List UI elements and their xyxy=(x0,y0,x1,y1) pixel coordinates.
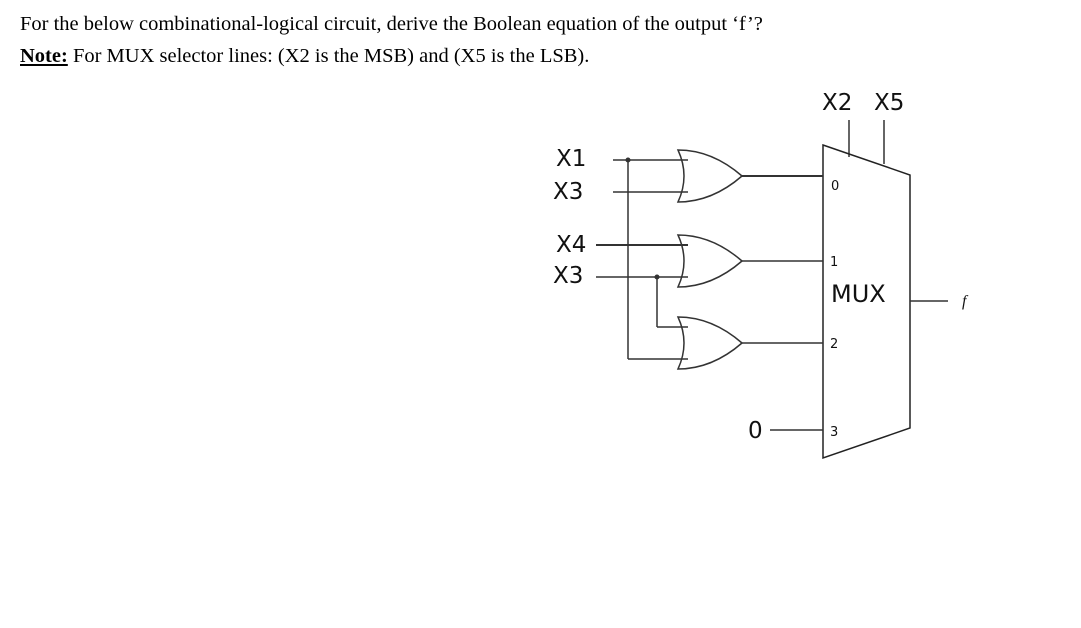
input-label: X1 xyxy=(556,146,586,172)
junction-dot xyxy=(654,274,660,280)
mux-body xyxy=(822,143,911,460)
selector-label-msb: X2 xyxy=(822,90,852,116)
note-label: Note: xyxy=(20,45,68,67)
input-label: X4 xyxy=(556,232,586,258)
note-text: For MUX selector lines: (X2 is the MSB) … xyxy=(67,45,590,67)
input-label: X3 xyxy=(553,179,583,205)
or-gate xyxy=(676,149,744,203)
question-text: For the below combinational-logical circ… xyxy=(20,8,1060,72)
mux-label: MUX xyxy=(831,280,886,308)
output-label: f xyxy=(962,293,969,310)
mux-port-label: 3 xyxy=(830,425,838,440)
mux-port-label: 1 xyxy=(830,255,838,270)
mux-port-label: 2 xyxy=(830,337,838,352)
or-gate xyxy=(676,234,744,288)
junction-dot xyxy=(625,157,631,163)
mux-port-label: 0 xyxy=(831,179,839,194)
note-line: Note: For MUX selector lines: (X2 is the… xyxy=(20,40,1060,72)
constant-input-label: 0 xyxy=(748,418,763,444)
selector-label-lsb: X5 xyxy=(874,90,904,116)
question-line: For the below combinational-logical circ… xyxy=(20,13,763,35)
input-label: X3 xyxy=(553,263,583,289)
or-gate xyxy=(676,316,744,370)
